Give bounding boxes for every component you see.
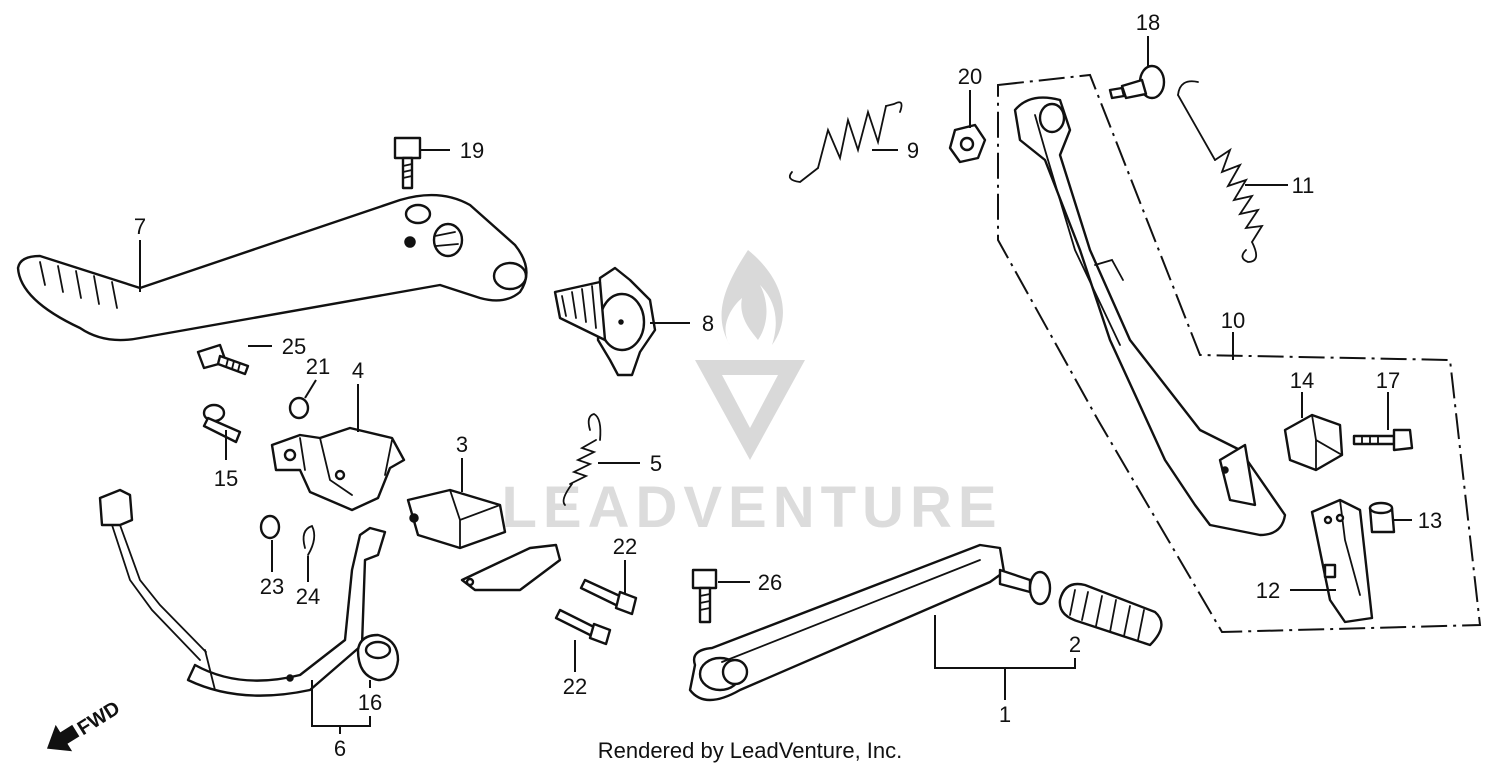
callout-15: 15 xyxy=(214,466,238,491)
callout-12: 12 xyxy=(1256,578,1280,603)
part-2-grip xyxy=(1058,582,1163,647)
callout-3: 3 xyxy=(456,432,468,457)
callout-20: 20 xyxy=(958,64,982,89)
part-1-kick-arm xyxy=(688,543,1052,702)
callout-23: 23 xyxy=(260,574,284,599)
part-7-pedal-arm xyxy=(16,193,528,342)
callout-18: 18 xyxy=(1136,10,1160,35)
callout-22-lower: 22 xyxy=(563,674,587,699)
part-13-collar xyxy=(1368,501,1396,534)
part-25-bolt xyxy=(196,343,250,376)
part-6-stand xyxy=(98,488,387,697)
callout-10: 10 xyxy=(1221,308,1245,333)
part-5-spring xyxy=(562,413,602,506)
part-10-side-stand xyxy=(1013,96,1287,537)
footer-credit: Rendered by LeadVenture, Inc. xyxy=(597,738,903,763)
callout-13: 13 xyxy=(1418,508,1442,533)
callout-4: 4 xyxy=(352,358,364,383)
part-4-bracket xyxy=(270,426,406,512)
callout-6: 6 xyxy=(334,736,346,761)
plate-hole xyxy=(465,577,475,587)
part-14-stopper xyxy=(1283,413,1344,472)
part-11-spring xyxy=(1177,80,1264,263)
leadventure-logo-watermark: LEADVENTURE xyxy=(501,250,1002,540)
callout-17: 17 xyxy=(1376,368,1400,393)
part-9-spring xyxy=(788,101,903,183)
callout-26: 26 xyxy=(758,570,782,595)
callout-24: 24 xyxy=(296,584,320,609)
part-12-bracket xyxy=(1310,498,1374,624)
callout-22-upper: 22 xyxy=(613,534,637,559)
part-16-rubber xyxy=(356,633,400,682)
part-23-washer xyxy=(259,514,281,540)
part-17-bolt xyxy=(1352,428,1414,452)
part-24-clip xyxy=(302,524,316,556)
callout-7: 7 xyxy=(134,214,146,239)
part-19-bolt xyxy=(393,136,422,190)
callout-5: 5 xyxy=(650,451,662,476)
callout-8: 8 xyxy=(702,311,714,336)
part-10-group-boundary xyxy=(997,73,1482,634)
callout-14: 14 xyxy=(1290,368,1314,393)
callout-9: 9 xyxy=(907,138,919,163)
part-26-bolt xyxy=(691,568,718,624)
callout-21: 21 xyxy=(306,354,330,379)
fwd-label: FWD xyxy=(74,697,124,740)
part-switch-plate xyxy=(460,543,562,592)
part-22-bolt-upper xyxy=(579,578,638,616)
callout-1: 1 xyxy=(999,702,1011,727)
part-18-pin xyxy=(1108,64,1166,100)
callout-numbers: 1 2 3 4 5 6 7 8 9 10 11 12 13 14 15 16 1… xyxy=(134,10,1442,761)
callout-11: 11 xyxy=(1292,173,1315,198)
part-8-boss xyxy=(553,266,657,377)
callout-25: 25 xyxy=(282,334,306,359)
watermark-text: LEADVENTURE xyxy=(501,475,1002,540)
nut-hole xyxy=(959,136,975,152)
part-15-pin xyxy=(202,403,242,444)
callout-19: 19 xyxy=(460,138,484,163)
callout-2: 2 xyxy=(1069,632,1081,657)
callout-16: 16 xyxy=(358,690,382,715)
leader-lines xyxy=(139,36,1412,734)
part-22-bolt-lower xyxy=(554,608,612,646)
part-21-washer xyxy=(288,396,310,420)
part-3-switch xyxy=(406,488,507,550)
